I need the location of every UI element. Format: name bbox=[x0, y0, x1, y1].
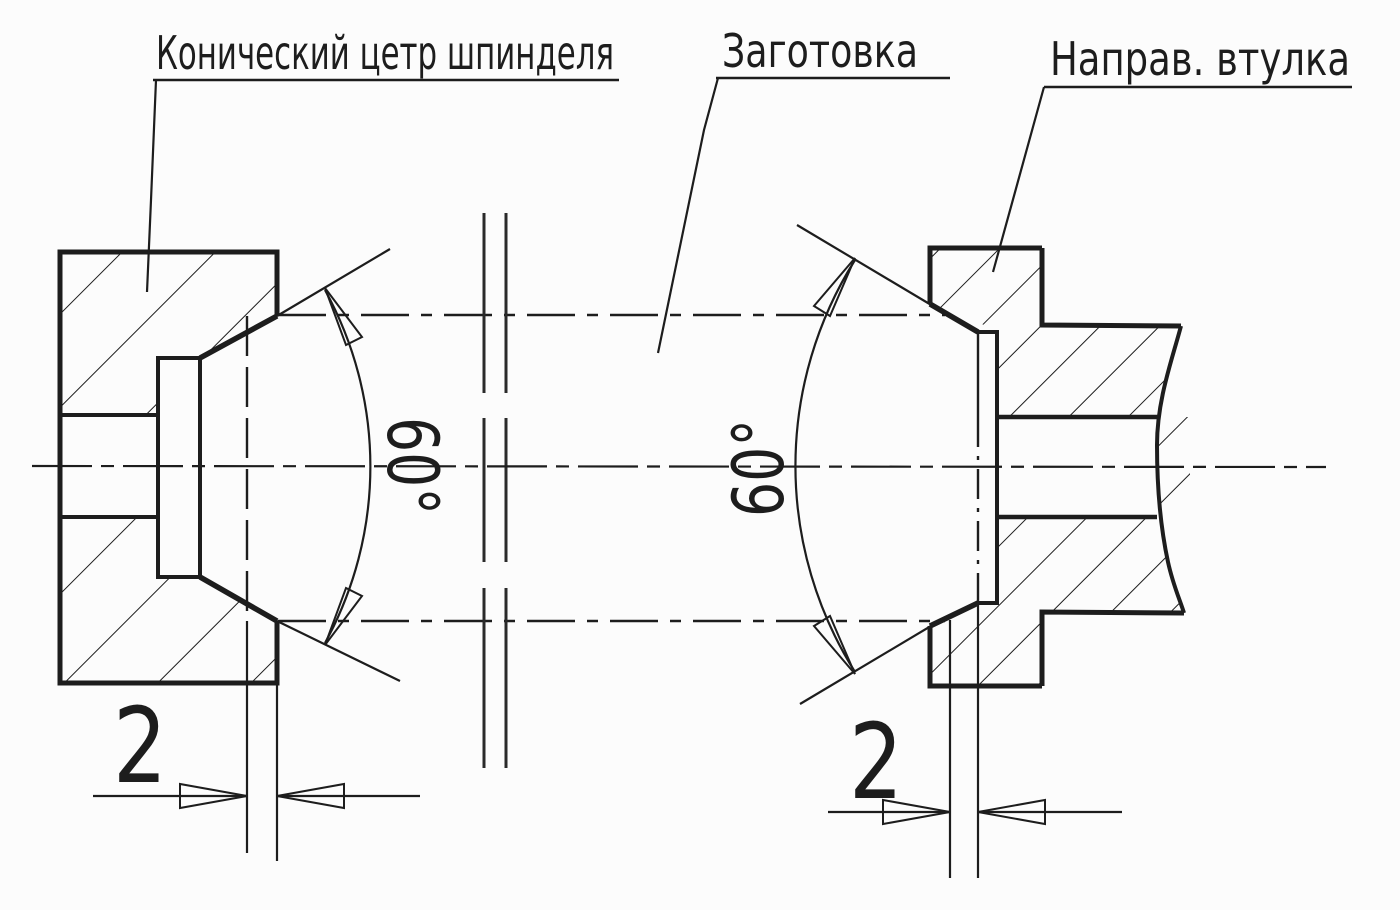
right-angle-callout: 60° bbox=[718, 257, 856, 675]
label-workpiece: Заготовка bbox=[656, 24, 950, 354]
right-angle-arrow-bottom bbox=[812, 614, 856, 675]
guide-bushing-section bbox=[796, 224, 1190, 705]
left-angle-callout: 60° bbox=[324, 287, 453, 646]
label-spindle-center-leader bbox=[145, 79, 158, 293]
axis-centerline bbox=[31, 464, 1327, 469]
right-gap-arrow-left bbox=[882, 798, 951, 826]
workpiece-break-lines bbox=[482, 213, 508, 768]
workpiece-section bbox=[245, 213, 945, 768]
left-angle-value: 60° bbox=[371, 417, 453, 515]
left-angle-arrow-bottom bbox=[324, 586, 364, 646]
right-gap-dimension: 2 bbox=[828, 604, 1122, 878]
label-spindle-center-text: Конический цетр шпинделя bbox=[156, 26, 614, 80]
spindle-center-outline bbox=[57, 249, 280, 686]
label-guide-bushing-text: Направ. втулка bbox=[1050, 32, 1350, 86]
left-gap-dimension: 2 bbox=[93, 621, 420, 861]
spindle-cone-extension-lines bbox=[276, 248, 401, 682]
label-workpiece-text: Заготовка bbox=[722, 24, 918, 78]
guide-bushing-outline bbox=[927, 245, 1185, 689]
label-workpiece-leader bbox=[656, 77, 720, 354]
label-spindle-center: Конический цетр шпинделя bbox=[145, 26, 619, 293]
left-angle-arrow-top bbox=[324, 287, 364, 347]
right-gap-value: 2 bbox=[849, 701, 903, 823]
right-gap-arrow-right bbox=[977, 798, 1046, 826]
label-guide-bushing-leader bbox=[991, 86, 1046, 273]
guide-bushing-cone-faces bbox=[928, 301, 980, 629]
spindle-center-pilot bbox=[156, 356, 202, 579]
left-gap-arrow-right bbox=[276, 782, 345, 810]
left-gap-arrow-left bbox=[179, 782, 248, 810]
guide-bushing-bore bbox=[997, 414, 1158, 520]
label-guide-bushing: Направ. втулка bbox=[991, 32, 1352, 273]
spindle-center-section bbox=[57, 248, 401, 686]
spindle-center-hatch bbox=[60, 252, 277, 683]
right-angle-value: 60° bbox=[718, 419, 800, 517]
right-gap-extension-lines bbox=[948, 604, 980, 878]
spindle-center-slot bbox=[60, 413, 158, 519]
spindle-cone-faces bbox=[198, 313, 279, 624]
guide-bushing-cone-extension-lines bbox=[796, 224, 949, 705]
left-gap-extension-lines bbox=[245, 621, 279, 861]
guide-bushing-break-edge bbox=[1154, 325, 1186, 614]
guide-bushing-hatch bbox=[930, 248, 1190, 686]
left-gap-value: 2 bbox=[113, 685, 167, 807]
left-angle-arc bbox=[324, 289, 372, 644]
right-angle-arrow-top bbox=[812, 257, 856, 318]
